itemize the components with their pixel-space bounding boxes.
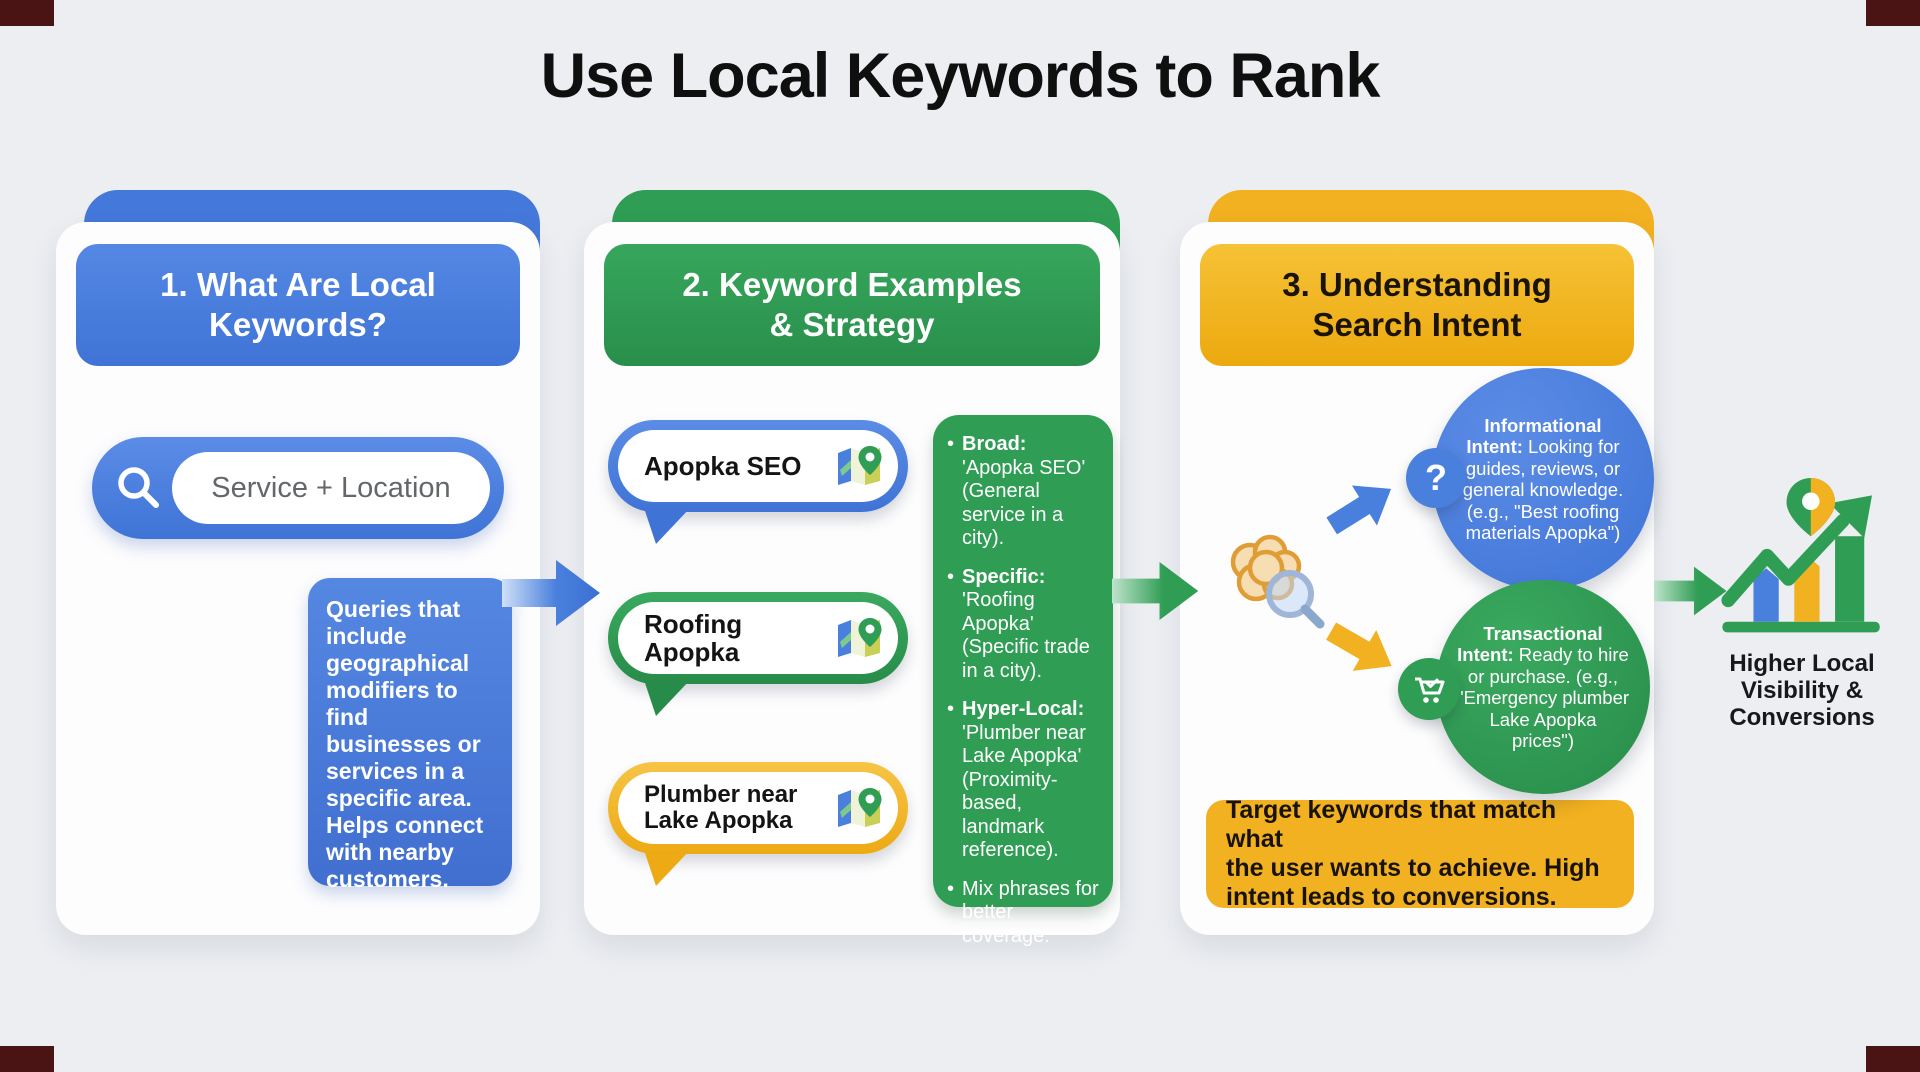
card2-header: 2. Keyword Examples & Strategy bbox=[604, 244, 1100, 366]
arrow-right-icon bbox=[1654, 562, 1728, 620]
shopping-cart-icon bbox=[1415, 677, 1445, 703]
map-icon bbox=[836, 616, 884, 660]
result-label: Higher Local Visibility & Conversions bbox=[1729, 650, 1875, 731]
keyword-bubble-roofing-apopka: Roofing Apopka bbox=[608, 592, 908, 684]
cart-badge bbox=[1398, 658, 1460, 720]
search-bar: Service + Location bbox=[92, 437, 504, 539]
transactional-intent-circle: Transactional Intent:Ready to hire or pu… bbox=[1436, 580, 1650, 794]
list-item: Broad:'Apopka SEO' (General service in a… bbox=[947, 433, 1099, 551]
question-mark-icon: ? bbox=[1425, 457, 1447, 498]
bubble-tail bbox=[644, 850, 690, 886]
card3-header: 3. Understanding Search Intent bbox=[1200, 244, 1634, 366]
question-badge: ? bbox=[1406, 448, 1466, 508]
corner-artifact bbox=[1866, 0, 1920, 26]
bullet-text: 'Plumber near Lake Apopka' (Proximity-ba… bbox=[962, 721, 1086, 862]
brain-with-magnifier-icon bbox=[1230, 534, 1325, 629]
card1-header: 1. What Are Local Keywords? bbox=[76, 244, 520, 366]
bullet-lead: Specific: bbox=[962, 565, 1046, 588]
search-icon bbox=[118, 467, 159, 508]
intent-text: Looking for guides, reviews, or general … bbox=[1462, 436, 1624, 543]
intent-lead: Informational Intent: bbox=[1466, 414, 1602, 458]
bubble-label: Roofing Apopka bbox=[644, 609, 743, 667]
keyword-bubble-apopka-seo: Apopka SEO bbox=[608, 420, 908, 512]
informational-intent-circle: Informational Intent:Looking for guides,… bbox=[1432, 368, 1654, 590]
map-icon bbox=[836, 444, 884, 488]
intent-summary-note: Target keywords that match what the user… bbox=[1206, 796, 1634, 911]
intent-lead: Transactional Intent: bbox=[1457, 622, 1603, 666]
keyword-bubble-plumber-near-lake-apopka: Plumber near Lake Apopka bbox=[608, 762, 908, 854]
bullet-text: 'Apopka SEO' (General service in a city)… bbox=[962, 456, 1086, 550]
bubble-label: Plumber near Lake Apopka bbox=[644, 781, 798, 834]
corner-artifact bbox=[0, 0, 54, 26]
bullet-lead: Hyper-Local: bbox=[962, 698, 1085, 720]
growth-chart-icon bbox=[1721, 477, 1880, 633]
page-title: Use Local Keywords to Rank bbox=[540, 41, 1381, 111]
corner-artifact bbox=[0, 1046, 54, 1072]
list-item: Mix phrases for better coverage. bbox=[947, 878, 1099, 949]
search-input[interactable]: Service + Location bbox=[172, 452, 490, 524]
arrow-right-icon bbox=[1112, 560, 1200, 622]
intent-text: Ready to hire or purchase. (e.g., "Emerg… bbox=[1456, 644, 1630, 751]
list-item: Hyper-Local:'Plumber near Lake Apopka' (… bbox=[947, 698, 1099, 863]
bubble-tail bbox=[644, 508, 690, 544]
map-icon bbox=[836, 786, 884, 830]
bullet-lead: Broad: bbox=[962, 433, 1027, 455]
bullet-text: 'Roofing Apopka' (Specific trade in a ci… bbox=[962, 589, 1090, 682]
local-keywords-description: Queries that include geographical modifi… bbox=[308, 578, 512, 892]
keyword-strategy-panel: Broad:'Apopka SEO' (General service in a… bbox=[933, 415, 1113, 947]
corner-artifact bbox=[1866, 1046, 1920, 1072]
bullet-text: Mix phrases for better coverage. bbox=[962, 877, 1099, 947]
bubble-label: Apopka SEO bbox=[644, 451, 802, 481]
arrow-right-icon bbox=[500, 558, 604, 628]
list-item: Specific:'Roofing Apopka' (Specific trad… bbox=[947, 566, 1099, 684]
bubble-tail bbox=[644, 680, 690, 716]
